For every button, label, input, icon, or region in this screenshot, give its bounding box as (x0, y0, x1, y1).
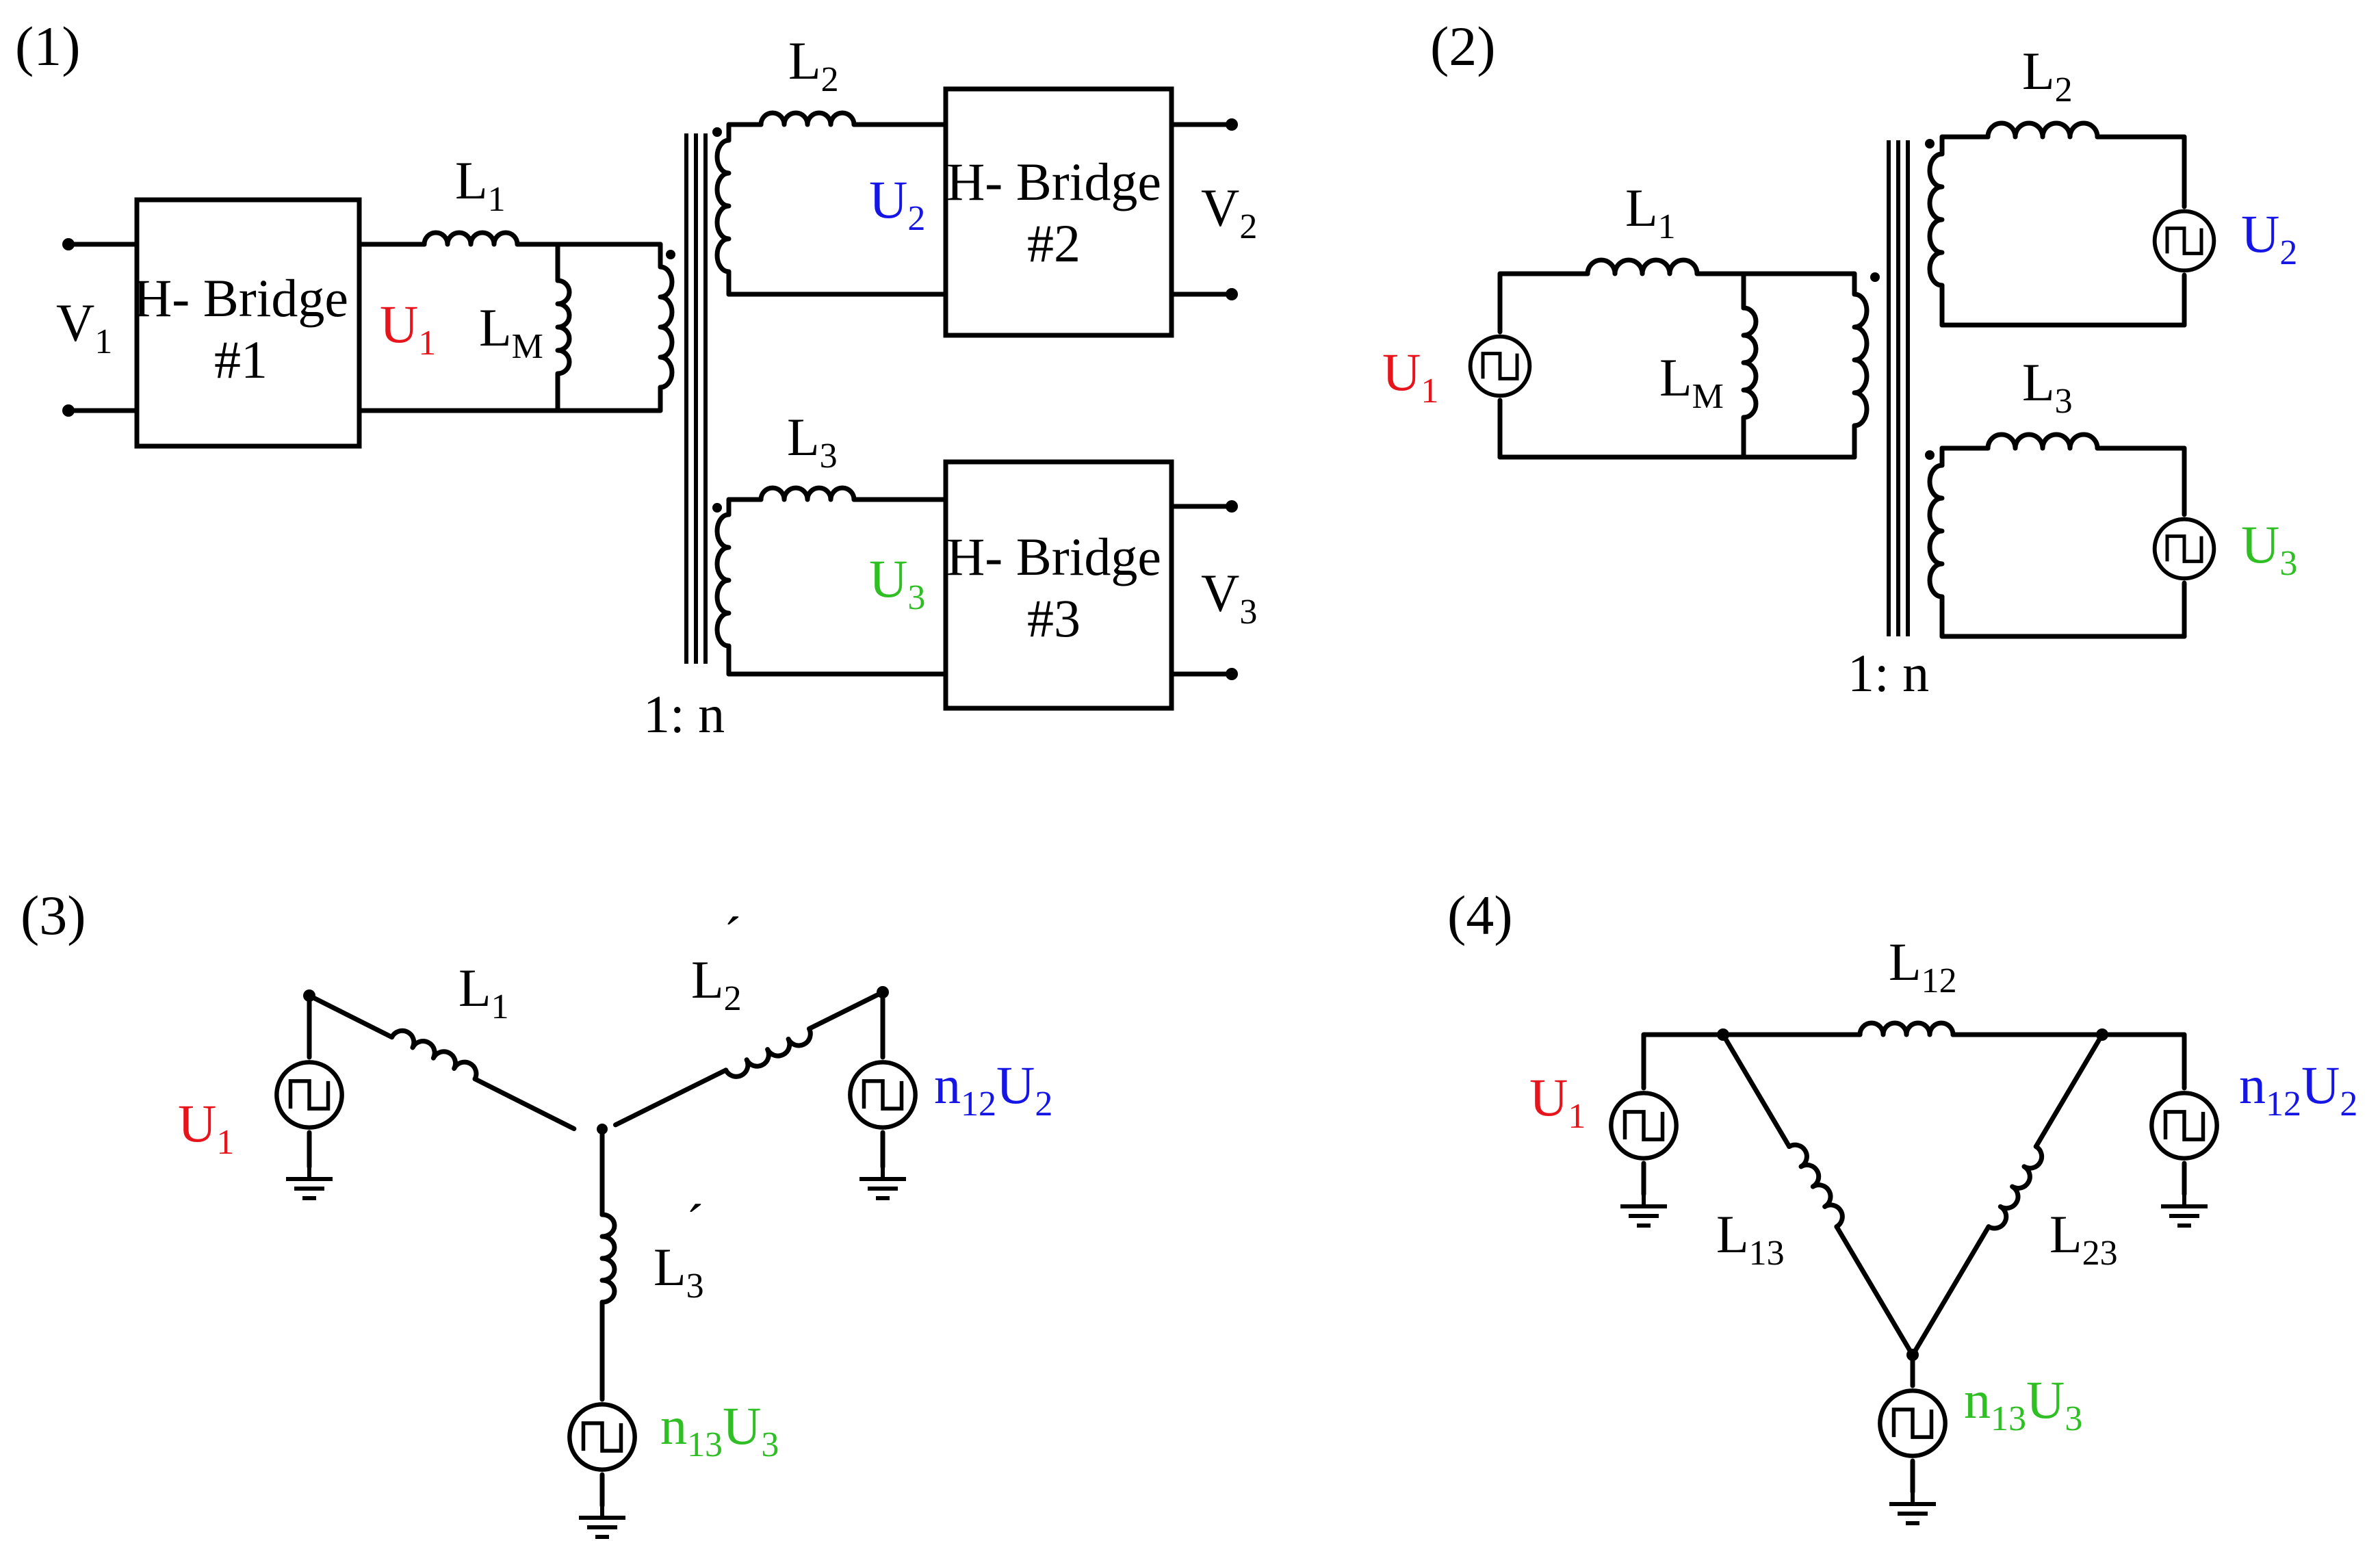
h-bridge-2-title: H- Bridge (946, 152, 1161, 211)
p3-n12u2-source (850, 1062, 915, 1127)
secondary-winding-2 (714, 138, 732, 274)
l2-inductor (758, 110, 857, 127)
secondary-3-dot (712, 503, 722, 513)
p2-secondary-winding-2 (1927, 151, 1945, 288)
p3-l1-inductor (389, 1028, 479, 1082)
p4-n13u3-ground (1889, 1492, 1936, 1523)
p3-l2-prime-inductor (723, 1026, 813, 1079)
p4-u1-ground (1620, 1194, 1667, 1226)
l1-label: L1 (455, 151, 506, 219)
lm-label: LM (479, 298, 543, 366)
p3-l1-label: L1 (458, 958, 509, 1026)
l2-label: L2 (788, 31, 839, 99)
primary-dot (666, 250, 675, 259)
l1-inductor (422, 230, 520, 247)
p2-secondary-winding-3 (1927, 463, 1945, 599)
p3-l3-prime-inductor (599, 1212, 617, 1305)
p2-u1-label: U1 (1382, 342, 1438, 411)
l3-label: L3 (787, 407, 838, 476)
h-bridge-2-box (943, 86, 1174, 338)
u3-label: U3 (869, 549, 925, 617)
p4-u1-label: U1 (1529, 1067, 1586, 1136)
p2-primary-winding (1852, 292, 1870, 428)
p4-l12-label: L12 (1889, 932, 1957, 1000)
p2-u1-source (1471, 337, 1530, 396)
v3-terminal-bottom (1226, 668, 1238, 680)
p4-n12u2-label: n12U2 (2239, 1055, 2357, 1124)
lm-inductor (555, 278, 572, 376)
u2-label: U2 (869, 170, 925, 238)
v3-terminal-top (1226, 500, 1238, 513)
p2-l1-inductor (1585, 257, 1700, 276)
p3-u1-label: U1 (178, 1093, 234, 1162)
p2-u3-label: U3 (2241, 515, 2297, 583)
v2-terminal-top (1226, 118, 1238, 131)
h-bridge-1-title: H- Bridge (133, 268, 348, 328)
h-bridge-1-box (134, 197, 362, 449)
p3-n13u3-source (569, 1404, 634, 1469)
p2-l3-label: L3 (2022, 352, 2073, 421)
p2-l3-inductor (1985, 432, 2100, 451)
panel-3-label: (3) (21, 884, 86, 946)
p2-turns-ratio-label: 1: n (1848, 643, 1929, 703)
v1-terminal-top (62, 238, 75, 250)
panel-2: (2) L1 U1 LM 1: n L2 (1382, 15, 2297, 703)
v2-label: V2 (1201, 178, 1257, 246)
p3-u1-ground (286, 1167, 333, 1198)
primary-winding (658, 264, 675, 390)
secondary-2-dot (712, 127, 722, 137)
turns-ratio-label: 1: n (643, 684, 725, 744)
v1-label: V1 (56, 293, 112, 361)
h-bridge-3-box (943, 459, 1174, 711)
p2-secondary-2-dot (1925, 139, 1935, 148)
h-bridge-1-number: #1 (214, 330, 268, 389)
p4-n13u3-source (1880, 1390, 1945, 1455)
panel-2-label: (2) (1430, 15, 1496, 77)
p2-u2-source (2155, 211, 2214, 271)
p2-l1-label: L1 (1625, 178, 1676, 246)
h-bridge-3-title: H- Bridge (946, 527, 1161, 586)
p2-u2-label: U2 (2241, 204, 2297, 272)
p4-u1-source (1611, 1093, 1676, 1158)
p3-l3-prime-label: L3´ (654, 1193, 704, 1306)
secondary-winding-3 (714, 512, 732, 649)
panel-3: (3) U1 L1 L2´ n12U2 (21, 884, 1052, 1537)
p2-l2-label: L2 (2022, 41, 2073, 109)
p4-n12u2-ground (2161, 1194, 2208, 1226)
panel-4: (4) L12 U1 n12U2 L13 (1447, 884, 2357, 1523)
l3-inductor (758, 485, 857, 502)
p3-n12u2-ground (859, 1167, 906, 1198)
h-bridge-2-number: #2 (1027, 213, 1081, 273)
p3-n13u3-ground (579, 1505, 625, 1537)
v2-terminal-bottom (1226, 288, 1238, 300)
panel-1: (1) V1 H- Bridge #1 L1 U1 LM 1: n (15, 15, 1257, 744)
panel-4-label: (4) (1447, 884, 1513, 946)
p2-lm-label: LM (1659, 348, 1724, 416)
p2-primary-dot (1870, 272, 1880, 282)
p3-u1-source (276, 1062, 341, 1127)
p4-l13-label: L13 (1716, 1204, 1785, 1273)
p2-secondary-3-dot (1925, 450, 1935, 460)
p4-n12u2-source (2151, 1093, 2216, 1158)
u1-label: U1 (380, 294, 436, 363)
p4-l23-label: L23 (2049, 1204, 2118, 1273)
h-bridge-3-number: #3 (1027, 588, 1081, 648)
v1-terminal-bottom (62, 404, 75, 417)
p3-n12u2-label: n12U2 (934, 1055, 1052, 1124)
p4-l12-inductor (1857, 1020, 1956, 1037)
p4-l23-inductor (1986, 1144, 2045, 1231)
p3-l2-prime-label: L2´ (691, 906, 742, 1018)
p3-n13u3-label: n13U3 (660, 1396, 779, 1464)
p2-lm-inductor (1741, 305, 1759, 420)
p4-l13-inductor (1787, 1142, 1845, 1230)
panel-1-label: (1) (15, 15, 81, 77)
p4-n13u3-label: n13U3 (1964, 1370, 2082, 1438)
p2-l2-inductor (1985, 120, 2100, 140)
p2-u3-source (2155, 519, 2214, 579)
v3-label: V3 (1201, 563, 1257, 632)
